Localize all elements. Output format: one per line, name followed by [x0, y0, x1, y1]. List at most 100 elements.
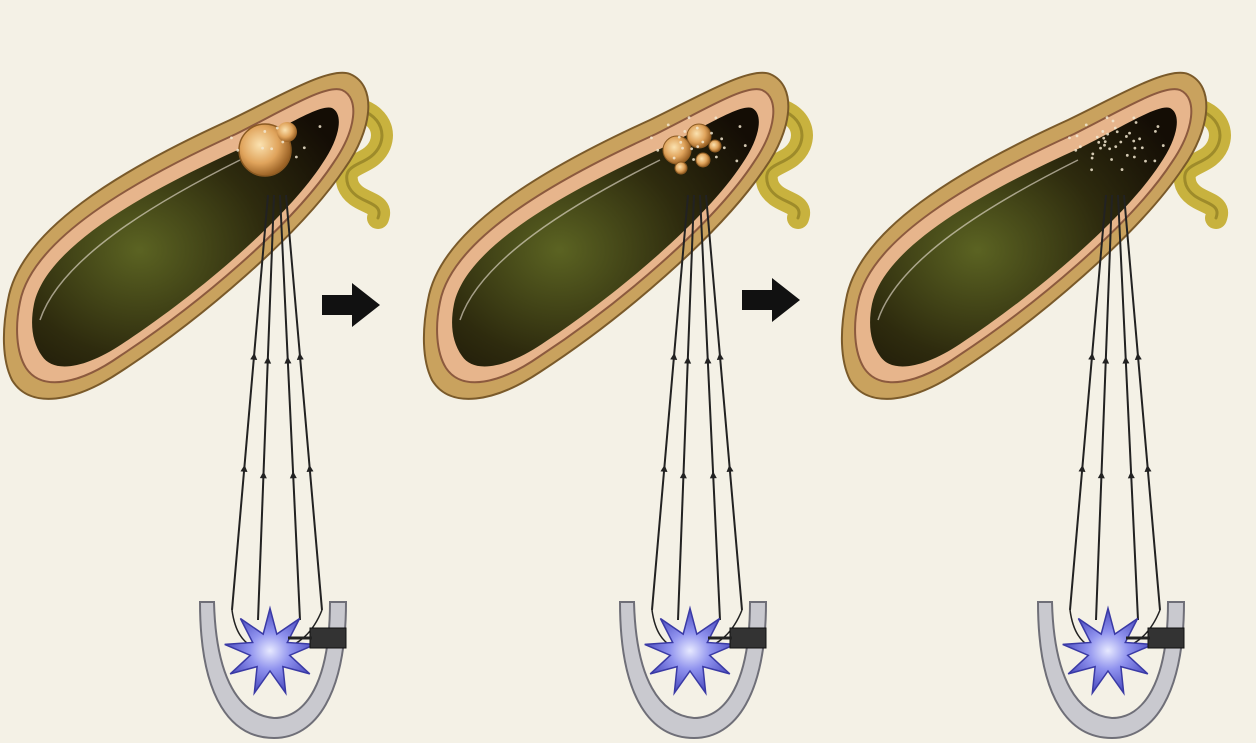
stone-particle — [1144, 160, 1147, 163]
wave-arrowhead — [680, 471, 687, 478]
wave-arrowhead — [260, 471, 267, 478]
stone-particle — [1110, 158, 1113, 161]
stone-particle — [656, 149, 659, 152]
stone-particle — [701, 141, 704, 144]
stone-particle — [678, 136, 681, 139]
stage-3-panel — [842, 73, 1220, 738]
stone-fragment — [709, 140, 721, 152]
stone-particle — [1108, 147, 1111, 150]
stone-particle — [281, 141, 284, 144]
stone-particle — [270, 147, 273, 150]
stone-particle — [1106, 116, 1109, 119]
wave-arrowhead — [241, 464, 249, 472]
stone-particle — [650, 136, 653, 139]
electrode — [1148, 628, 1184, 648]
shock-wave-line — [1118, 195, 1138, 620]
wave-arrowhead — [250, 352, 258, 360]
stone-particle — [720, 137, 723, 140]
stone-particle — [710, 132, 713, 135]
stone-particle — [1104, 140, 1107, 143]
wave-arrowhead — [1102, 356, 1109, 363]
stage-2-panel — [424, 73, 802, 738]
stone-particle — [1102, 137, 1105, 140]
spark-discharge — [225, 608, 316, 693]
shock-wave-line — [700, 195, 720, 620]
wave-arrowhead — [1128, 471, 1135, 478]
stone-particle — [688, 116, 691, 119]
stone-particle — [1133, 156, 1136, 159]
stone-particle — [1132, 116, 1135, 119]
stone-particle — [696, 145, 699, 148]
gallstone-small — [277, 122, 297, 142]
stone-particle — [1157, 125, 1160, 128]
stone-particle — [690, 147, 693, 150]
stone-particle — [1068, 136, 1071, 139]
stone-particle — [1138, 137, 1141, 140]
stone-particle — [696, 127, 699, 130]
stone-particle — [263, 130, 266, 133]
stone-particle — [1119, 141, 1122, 144]
right-arrow-icon — [742, 278, 800, 322]
stone-particle — [1076, 134, 1079, 137]
wave-arrowhead — [716, 352, 724, 360]
electrode — [310, 628, 346, 648]
stone-particle — [1096, 136, 1099, 139]
stone-particle — [276, 127, 279, 130]
stone-particle — [1114, 145, 1117, 148]
right-arrow-icon — [322, 283, 380, 327]
stone-particle — [1114, 127, 1117, 130]
stone-particle — [723, 146, 726, 149]
stone-particle — [681, 147, 684, 150]
stone-particle — [679, 141, 682, 144]
stone-particle — [683, 130, 686, 133]
wave-arrowhead — [704, 356, 711, 363]
stone-particle — [715, 156, 718, 159]
shock-wave-line — [280, 195, 300, 620]
stone-particle — [303, 146, 306, 149]
stone-particle — [1141, 146, 1144, 149]
wave-arrowhead — [1134, 352, 1142, 360]
stone-particle — [1103, 144, 1106, 147]
wave-arrowhead — [670, 352, 678, 360]
wave-arrowhead — [710, 471, 717, 478]
stone-particle — [1101, 130, 1104, 133]
stone-particle — [735, 159, 738, 162]
stone-particle — [744, 144, 747, 147]
stone-particle — [1128, 132, 1131, 135]
stone-particle — [1162, 144, 1165, 147]
stone-particle — [1112, 120, 1115, 123]
stone-particle — [1091, 157, 1094, 160]
stone-particle — [714, 116, 717, 119]
stone-fragment — [663, 136, 691, 164]
stone-particle — [692, 158, 695, 161]
wave-arrowhead — [661, 464, 669, 472]
wave-arrowhead — [290, 471, 297, 478]
stone-particle — [1135, 121, 1138, 124]
stone-particle — [1074, 149, 1077, 152]
stone-particle — [1116, 130, 1119, 133]
wave-arrowhead — [296, 352, 304, 360]
stone-particle — [1097, 141, 1100, 144]
stone-particle — [673, 157, 676, 160]
wave-arrowhead — [1088, 352, 1096, 360]
stone-particle — [739, 125, 742, 128]
stone-particle — [230, 136, 233, 139]
stone-particle — [1153, 159, 1156, 162]
spark-discharge — [1063, 608, 1154, 693]
stone-particle — [1106, 133, 1109, 136]
electrode — [730, 628, 766, 648]
stone-particle — [319, 125, 322, 128]
stone-particle — [1125, 135, 1128, 138]
stone-particle — [1132, 140, 1135, 143]
stone-particle — [1085, 123, 1088, 126]
stone-particle — [1079, 145, 1082, 148]
wave-arrowhead — [684, 356, 691, 363]
stone-particle — [1091, 152, 1094, 155]
shock-wave-line — [286, 195, 322, 610]
wave-arrowhead — [1079, 464, 1087, 472]
stone-particle — [1134, 147, 1137, 150]
wave-arrowhead — [1098, 471, 1105, 478]
stone-particle — [1154, 130, 1157, 133]
